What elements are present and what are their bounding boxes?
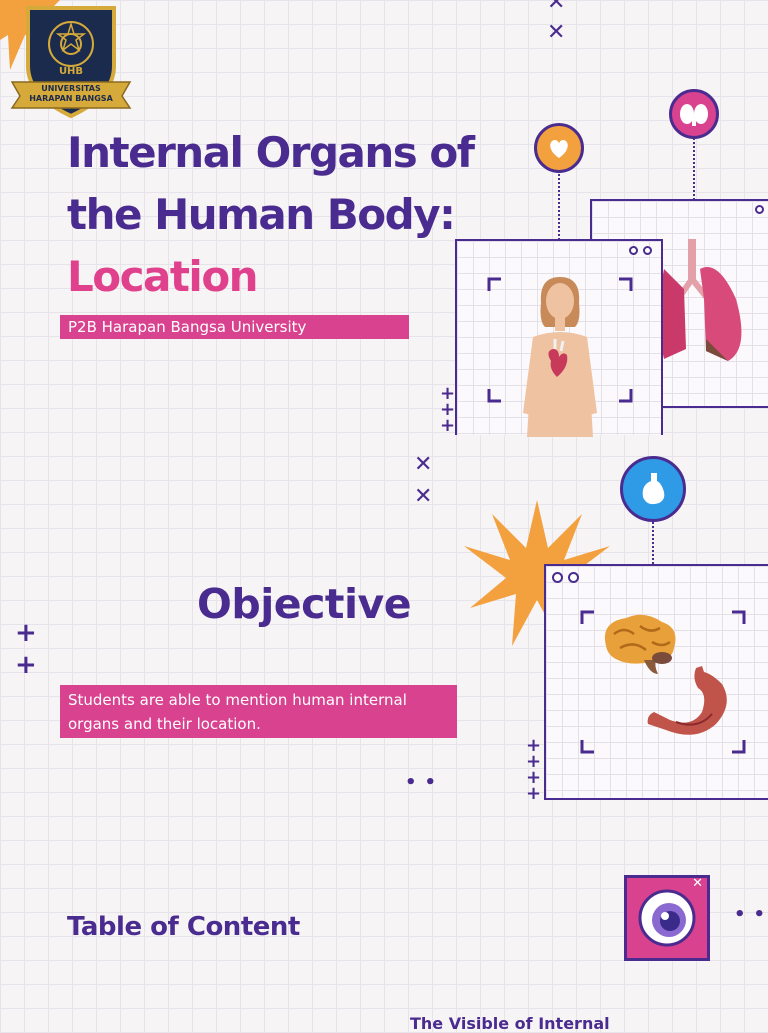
organs-frame [544,564,768,800]
plus-decoration: + [440,415,456,436]
logo-name-line2: HARAPAN BANGSA [29,94,113,103]
title-line-2: the Human Body: [67,190,456,239]
plus-decoration: + [440,399,456,420]
logo-name-line1: UNIVERSITAS [41,84,101,93]
logo-initials: UHB [58,66,84,77]
body-frame [455,239,663,437]
brain-illustration [604,614,676,674]
stomach-illustration [647,666,727,735]
plus-decoration: + [526,783,542,804]
x-decoration: ✕ [547,0,566,15]
starburst-decoration [464,500,610,646]
plus-decoration: + [526,751,542,772]
plus-decoration: + [526,767,542,788]
dots-decoration: •• [734,904,765,925]
window-dot [568,572,579,583]
connector-line [558,170,560,240]
toc-heading: Table of Content [67,912,300,942]
university-logo: UHB UNIVERSITAS HARAPAN BANGSA [10,4,132,122]
heart-pin-icon [534,123,584,173]
plus-decoration: + [440,383,456,404]
stomach-pin-icon [620,456,686,522]
window-dot [643,246,652,255]
corner-brackets [487,277,633,403]
x-decoration: ✕ [414,484,433,509]
window-dot [755,205,764,214]
plus-decoration: + [15,618,37,648]
close-icon: ✕ [692,876,703,891]
objective-heading: Objective [197,580,412,628]
title-line-3: Location [67,252,259,301]
human-body-illustration [523,277,597,437]
x-decoration: ✕ [414,452,433,477]
corner-brackets [580,610,746,754]
connector-line [652,522,654,564]
eye-icon: ✕ [624,875,710,961]
lungs-illustration [659,239,742,361]
plus-decoration: + [526,735,542,756]
dots-decoration: •• [405,772,445,793]
subtitle-banner: P2B Harapan Bangsa University [60,315,409,339]
title-line-1: Internal Organs of [67,128,475,177]
objective-text: Students are able to mention human inter… [60,685,457,738]
connector-line [693,135,695,200]
x-decoration: ✕ [547,20,566,45]
window-dot [629,246,638,255]
plus-decoration: + [15,650,37,680]
kidney-pin-icon [669,89,719,139]
window-dot [552,572,563,583]
page-title: Internal Organs of the Human Body: Locat… [67,122,475,308]
